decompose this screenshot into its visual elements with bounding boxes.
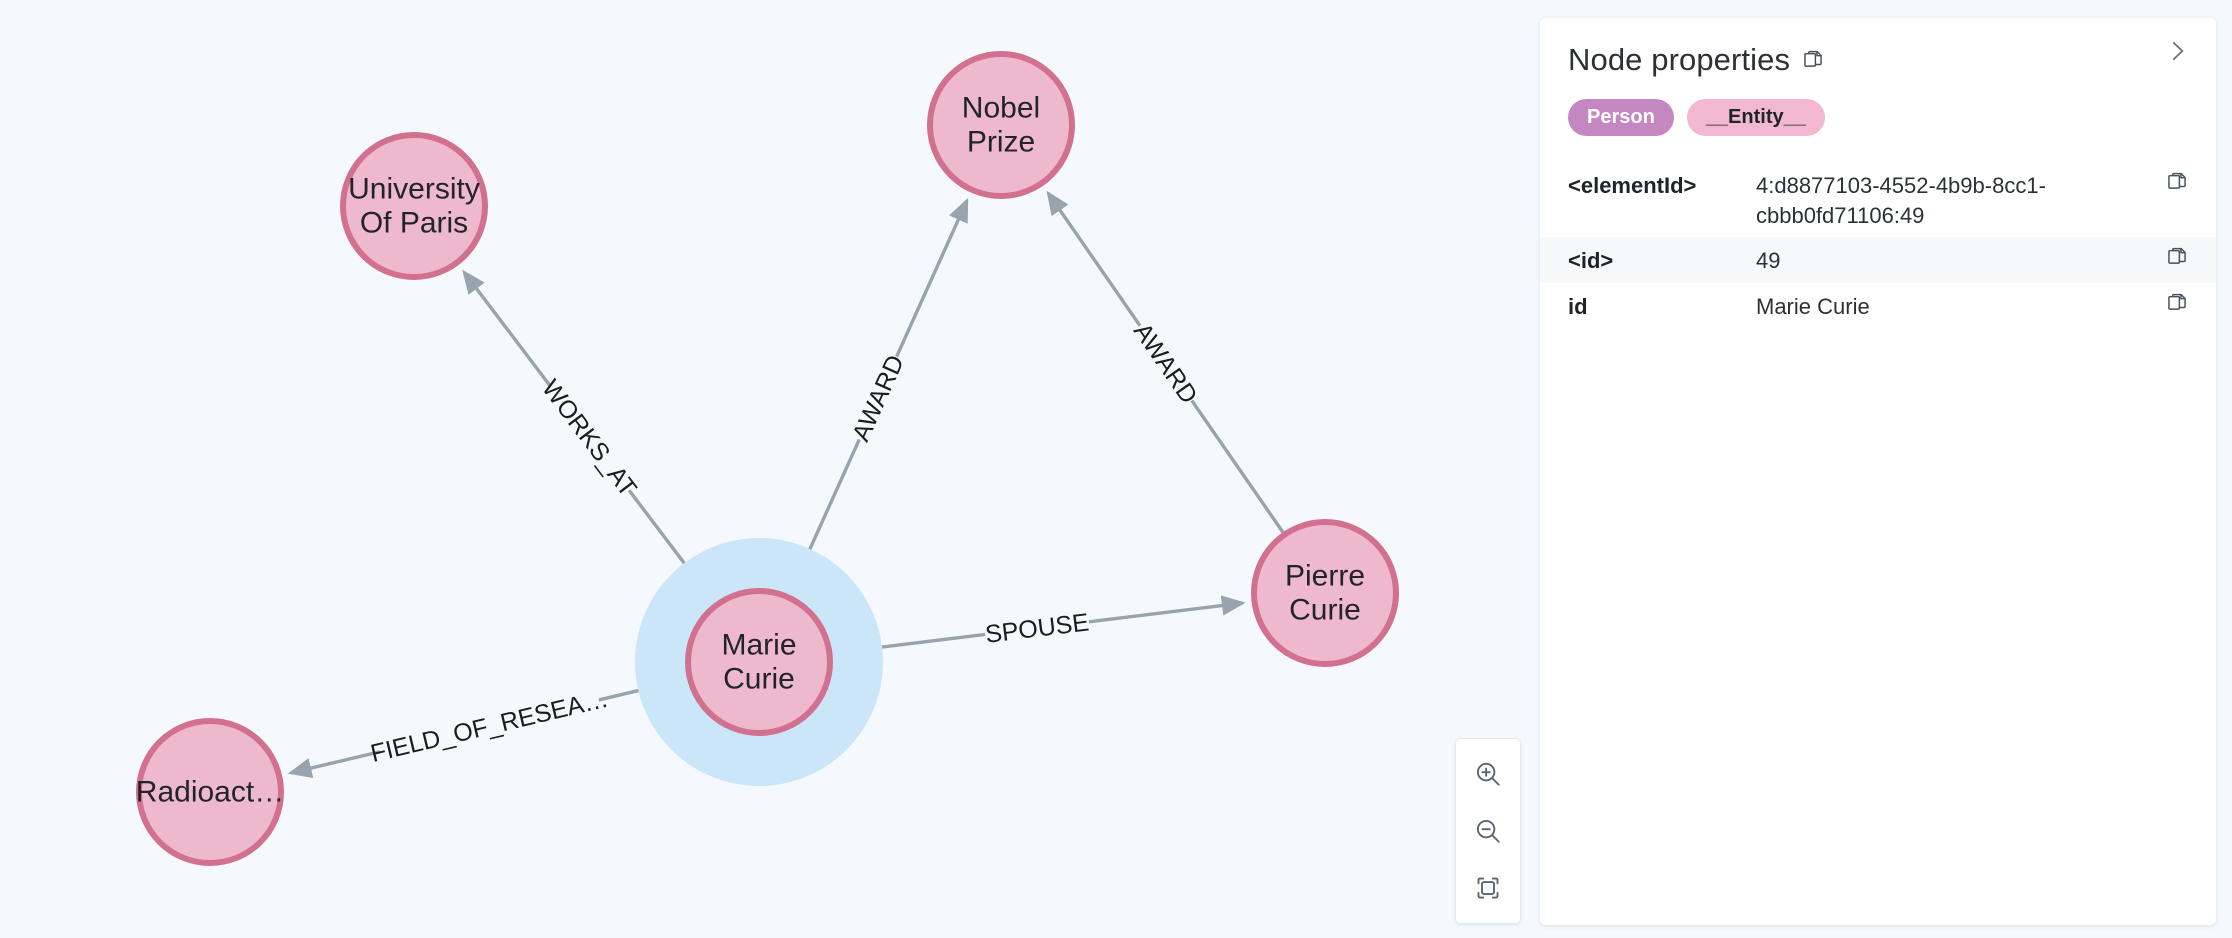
node-circle[interactable] bbox=[136, 718, 284, 866]
edge-label: WORKS_AT bbox=[536, 375, 642, 502]
graph-edge[interactable] bbox=[287, 750, 381, 779]
fit-to-screen-button[interactable] bbox=[1466, 866, 1510, 910]
copy-icon[interactable] bbox=[2154, 244, 2188, 267]
copy-icon[interactable] bbox=[2154, 290, 2188, 313]
fit-to-screen-icon bbox=[1473, 873, 1503, 903]
node-circle[interactable] bbox=[1251, 519, 1399, 667]
property-key: <elementId> bbox=[1568, 173, 1697, 198]
table-row: <id> 49 bbox=[1540, 237, 2216, 284]
zoom-in-icon bbox=[1473, 759, 1503, 789]
zoom-in-button[interactable] bbox=[1466, 752, 1510, 796]
zoom-controls bbox=[1455, 738, 1521, 924]
edge-label: FIELD_OF_RESEA… bbox=[368, 685, 611, 768]
zoom-out-button[interactable] bbox=[1466, 809, 1510, 853]
table-row: id Marie Curie bbox=[1540, 283, 2216, 329]
zoom-out-icon bbox=[1473, 816, 1503, 846]
graph-edge[interactable] bbox=[1088, 595, 1246, 624]
property-value: 49 bbox=[1756, 248, 1781, 274]
table-row: <elementId> 4:d8877103-4552-4b9b-8cc1-cbb… bbox=[1540, 162, 2216, 237]
node-label-chip[interactable]: __Entity__ bbox=[1686, 99, 1825, 136]
panel-header: Node properties bbox=[1540, 18, 2216, 75]
edge-label: AWARD bbox=[1128, 318, 1203, 409]
edge-label: AWARD bbox=[847, 351, 910, 446]
node-circle[interactable] bbox=[685, 588, 833, 736]
property-value: 4:d8877103-4552-4b9b-8cc1-cbbb0fd71106:4… bbox=[1756, 173, 2046, 228]
graph-node-radioactivity[interactable]: Radioact… bbox=[136, 718, 284, 866]
copy-icon[interactable] bbox=[1802, 48, 1824, 70]
property-value: Marie Curie bbox=[1756, 294, 1870, 320]
property-key: id bbox=[1568, 294, 1588, 320]
graph-edge[interactable] bbox=[462, 269, 552, 387]
edge-label: SPOUSE bbox=[984, 608, 1091, 648]
graph-edge[interactable] bbox=[1046, 190, 1142, 327]
graph-edge[interactable] bbox=[1190, 399, 1285, 534]
node-circle[interactable] bbox=[340, 132, 488, 280]
property-key: <id> bbox=[1568, 248, 1614, 274]
node-label-chip[interactable]: Person bbox=[1568, 99, 1674, 136]
node-labels-chip-list: Person __Entity__ bbox=[1540, 75, 2216, 136]
copy-icon[interactable] bbox=[2154, 169, 2188, 192]
node-properties-panel: Node properties Person __Entity__ <elemen… bbox=[1540, 18, 2216, 925]
graph-edge[interactable] bbox=[895, 197, 969, 358]
node-circle[interactable] bbox=[927, 51, 1075, 199]
chevron-right-icon bbox=[2164, 38, 2190, 69]
collapse-panel-button[interactable] bbox=[2156, 32, 2198, 74]
page-title: Node properties bbox=[1568, 42, 1791, 77]
node-properties-table: <elementId> 4:d8877103-4552-4b9b-8cc1-cbb… bbox=[1540, 162, 2216, 329]
